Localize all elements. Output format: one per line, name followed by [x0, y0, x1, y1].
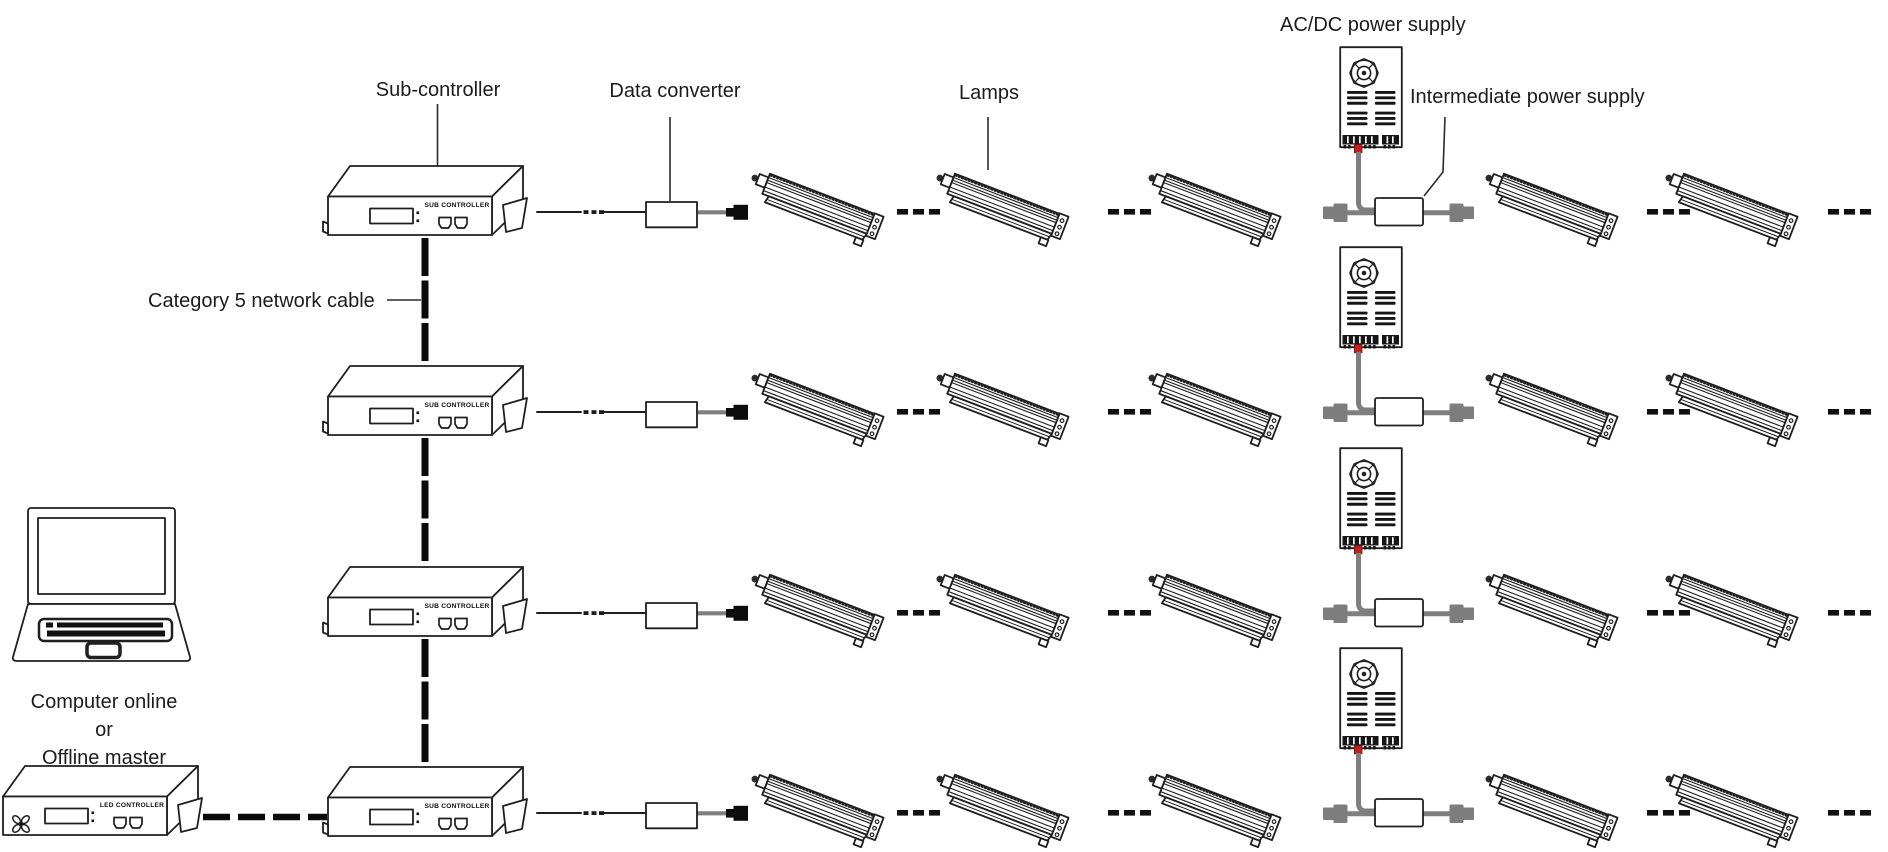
lamp — [741, 166, 885, 251]
label-cat5-cable: Category 5 network cable — [148, 290, 375, 312]
sub-controller-box — [322, 566, 528, 637]
lamp — [741, 366, 885, 451]
leader-intermediate-power-supply — [1423, 116, 1446, 197]
lamp-gap-dashes — [1647, 209, 1690, 215]
lamp-gap-dashes — [1108, 810, 1151, 816]
row-3 — [322, 447, 1871, 652]
computer-caption: Computer online or Offline master — [31, 691, 178, 769]
intermediate-power-supply — [1323, 799, 1474, 827]
lamp — [1655, 366, 1799, 451]
label-lamps: Lamps — [959, 82, 1019, 104]
lamp — [1655, 166, 1799, 251]
lamp-gap-dashes — [1828, 209, 1871, 215]
lamp — [741, 567, 885, 652]
psu-to-intermediate-cable — [1356, 352, 1376, 413]
lamp — [1475, 166, 1619, 251]
row-2 — [322, 246, 1871, 451]
lamp — [1655, 567, 1799, 652]
data-converter — [537, 803, 748, 828]
psu-to-intermediate-cable — [1356, 152, 1376, 213]
ac-dc-power-supply — [1339, 246, 1403, 358]
lamp-gap-dashes — [1828, 810, 1871, 816]
lamp — [926, 166, 1070, 251]
lamp — [926, 567, 1070, 652]
lamp-gap-dashes — [1647, 409, 1690, 415]
sub-controller-box — [322, 165, 528, 236]
lamp-gap-dashes — [897, 209, 940, 215]
lamp-gap-dashes — [1647, 610, 1690, 616]
lamp — [926, 767, 1070, 852]
lamp-gap-dashes — [1828, 409, 1871, 415]
computer-caption-line2: or — [95, 719, 113, 741]
lamp — [1475, 366, 1619, 451]
row-1 — [322, 46, 1871, 251]
label-sub-controller: Sub-controller — [376, 79, 501, 101]
label-data-converter: Data converter — [609, 80, 741, 102]
sub-controller-box — [322, 766, 528, 837]
lamp — [741, 767, 885, 852]
computer-caption-line1: Computer online — [31, 691, 178, 713]
psu-to-intermediate-cable — [1356, 553, 1376, 614]
lamp-gap-dashes — [1108, 209, 1151, 215]
data-converter — [537, 202, 748, 227]
lamp — [1655, 767, 1799, 852]
row-4 — [322, 647, 1871, 852]
data-converter — [537, 402, 748, 427]
lamp — [1138, 166, 1282, 251]
ac-dc-power-supply — [1339, 46, 1403, 159]
lamp — [926, 366, 1070, 451]
lamp-gap-dashes — [897, 610, 940, 616]
lamp-gap-dashes — [1108, 610, 1151, 616]
intermediate-power-supply — [1323, 599, 1474, 627]
psu-to-intermediate-cable — [1356, 753, 1376, 814]
ac-dc-power-supply — [1339, 447, 1403, 559]
lamp — [1475, 767, 1619, 852]
lamp-gap-dashes — [897, 810, 940, 816]
computer-caption-line3: Offline master — [42, 747, 166, 769]
lamp-gap-dashes — [897, 409, 940, 415]
intermediate-power-supply — [1323, 398, 1474, 426]
lamp — [1138, 366, 1282, 451]
label-acdc-power-supply: AC/DC power supply — [1280, 14, 1466, 36]
sub-controller-box — [322, 365, 528, 436]
data-converter — [537, 603, 748, 628]
lamp — [1138, 567, 1282, 652]
label-intermediate-power-supply: Intermediate power supply — [1410, 86, 1645, 108]
lamp-gap-dashes — [1828, 610, 1871, 616]
lamp — [1475, 567, 1619, 652]
laptop — [11, 506, 192, 663]
intermediate-power-supply — [1323, 198, 1474, 226]
ac-dc-power-supply — [1339, 647, 1403, 759]
led-controller-box — [2, 765, 203, 836]
lamp-gap-dashes — [1108, 409, 1151, 415]
lamp-gap-dashes — [1647, 810, 1690, 816]
lamp — [1138, 767, 1282, 852]
